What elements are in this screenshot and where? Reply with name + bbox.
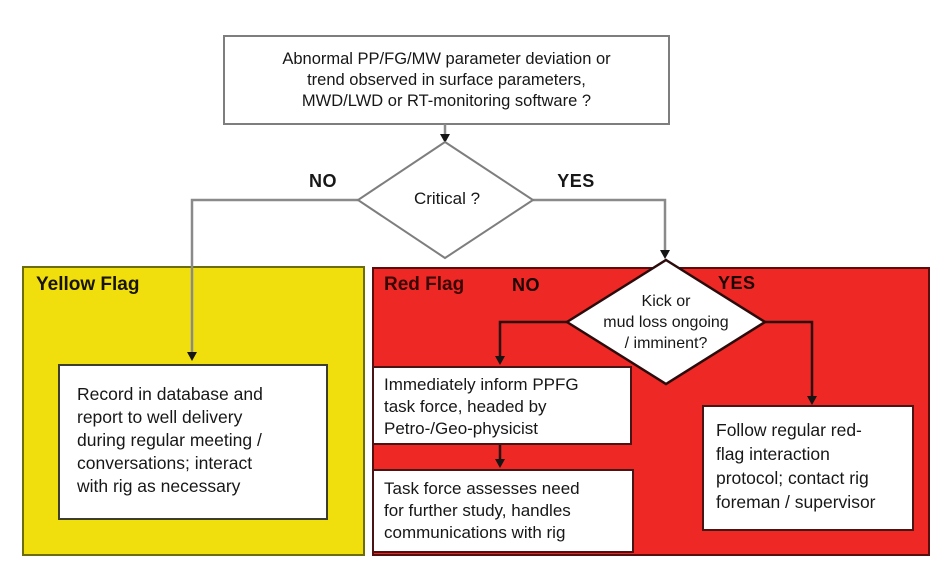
taskforce-assess-box: Task force assesses need for further stu… xyxy=(372,469,634,553)
red-flag-title: Red Flag xyxy=(384,274,465,295)
start-question-text: Abnormal PP/FG/MW parameter deviation or… xyxy=(282,49,611,110)
critical-yes-label: YES xyxy=(557,171,595,191)
kick-decision-text: Kick or mud loss ongoing / imminent? xyxy=(603,293,729,352)
taskforce-assess-text: Task force assesses need for further stu… xyxy=(384,479,580,542)
inform-taskforce-box: Immediately inform PPFG task force, head… xyxy=(372,366,632,445)
yellow-flag-title: Yellow Flag xyxy=(36,274,140,295)
follow-protocol-text: Follow regular red- flag interaction pro… xyxy=(716,420,876,512)
follow-protocol-box: Follow regular red- flag interaction pro… xyxy=(702,405,914,531)
connector-critical-yes xyxy=(533,198,667,251)
record-database-box: Record in database and report to well de… xyxy=(58,364,328,520)
yellow-flag-region: Yellow Flag Record in database and repor… xyxy=(22,266,365,556)
kick-no-label: NO xyxy=(512,275,540,295)
start-question-box: Abnormal PP/FG/MW parameter deviation or… xyxy=(223,35,670,125)
record-database-text: Record in database and report to well de… xyxy=(77,384,263,496)
critical-no-label: NO xyxy=(309,171,337,191)
critical-decision-text: Critical ? xyxy=(413,189,481,208)
inform-taskforce-text: Immediately inform PPFG task force, head… xyxy=(384,375,579,438)
arrowhead-to-kick xyxy=(660,250,670,259)
arrowhead-to-critical xyxy=(440,134,450,143)
